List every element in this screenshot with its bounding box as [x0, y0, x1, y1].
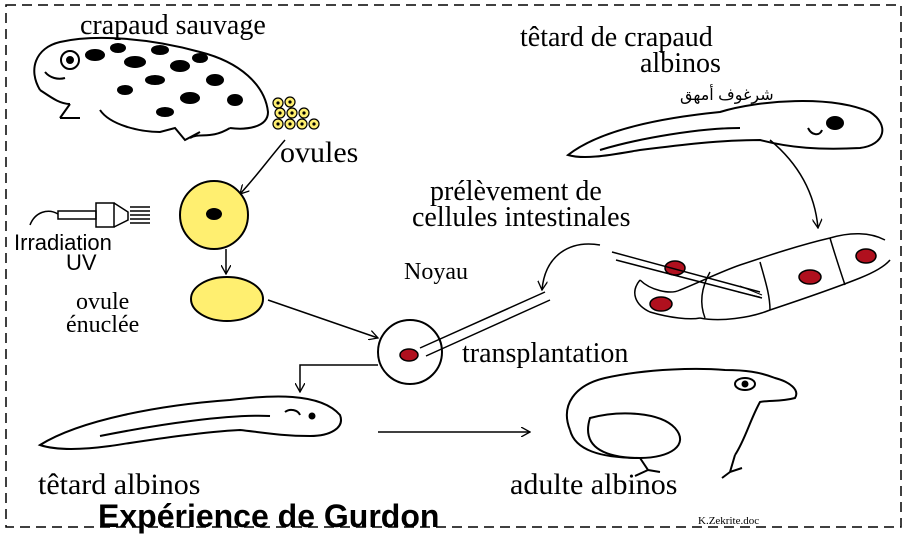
cell-nucleus	[799, 270, 821, 284]
albino-tadpole-label-2: albinos	[640, 50, 721, 78]
arrow-nucleus	[542, 244, 600, 290]
intestinal-cells	[635, 234, 890, 320]
enucleated-label-2: énuclée	[66, 313, 139, 337]
irradiation-label: Irradiation	[14, 232, 112, 254]
arrow-to-intestine	[770, 140, 818, 228]
uv-label: UV	[66, 252, 97, 274]
cell-nucleus	[650, 297, 672, 311]
enucleated-egg	[191, 277, 263, 321]
wild-toad-label: crapaud sauvage	[80, 12, 266, 40]
nucleus-label: Noyau	[404, 260, 468, 284]
transplanted-nucleus	[400, 349, 418, 361]
diagram-title: Expérience de Gurdon	[98, 500, 439, 532]
arrow-to-egg	[240, 140, 285, 194]
egg-nucleus	[206, 208, 222, 220]
ovules-label: ovules	[280, 138, 358, 168]
albino-tadpole-drawing	[568, 101, 882, 157]
tadpole-result-label: têtard albinos	[38, 470, 200, 500]
sampling-label-2: cellules intestinales	[412, 204, 631, 232]
transplantation-label: transplantation	[462, 340, 628, 368]
adult-result-label: adulte albinos	[510, 470, 677, 500]
enucleated-label-1: ovule	[76, 290, 129, 314]
uv-lamp-icon	[30, 203, 150, 227]
adult-frog-drawing	[567, 369, 796, 478]
arrow-to-tadpole	[300, 365, 378, 392]
result-tadpole-drawing	[40, 396, 341, 448]
arrow-to-recipient	[268, 300, 378, 338]
arabic-caption: شرغوف أمهق	[680, 88, 774, 104]
cell-nucleus	[856, 249, 876, 263]
wild-toad-drawing	[34, 38, 268, 140]
credit-label: K.Zekrite.doc	[698, 516, 759, 527]
